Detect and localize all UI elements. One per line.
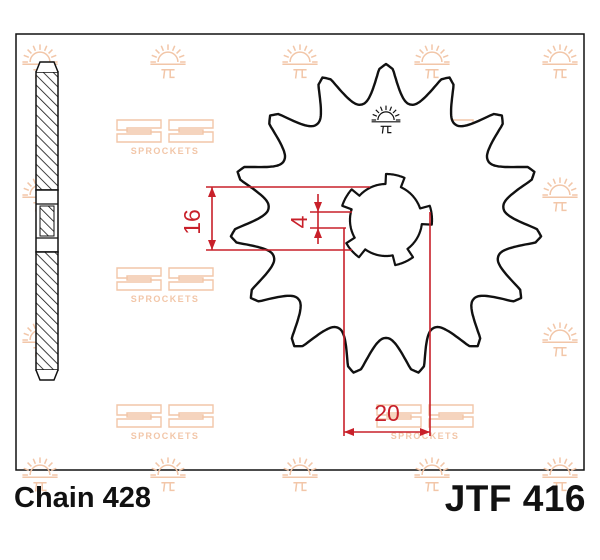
watermark-text: SPROCKETS [131, 431, 200, 441]
watermark-text: SPROCKETS [391, 431, 460, 441]
watermark-text: SPROCKETS [131, 146, 200, 156]
sprocket-side-profile [35, 61, 59, 381]
chain-size-label: Chain 428 [14, 482, 151, 514]
dimension-label-4: 4 [286, 215, 312, 228]
dimension-label-20: 20 [374, 400, 400, 426]
dimension-label-16: 16 [179, 209, 205, 235]
dimension-arrows [208, 187, 430, 436]
sun-logo-icon [371, 105, 401, 134]
part-number-label: JTF 416 [444, 478, 586, 519]
diagram-border [15, 33, 585, 471]
watermark-text: SPROCKETS [131, 294, 200, 304]
sprocket-spline-bore [341, 172, 434, 267]
